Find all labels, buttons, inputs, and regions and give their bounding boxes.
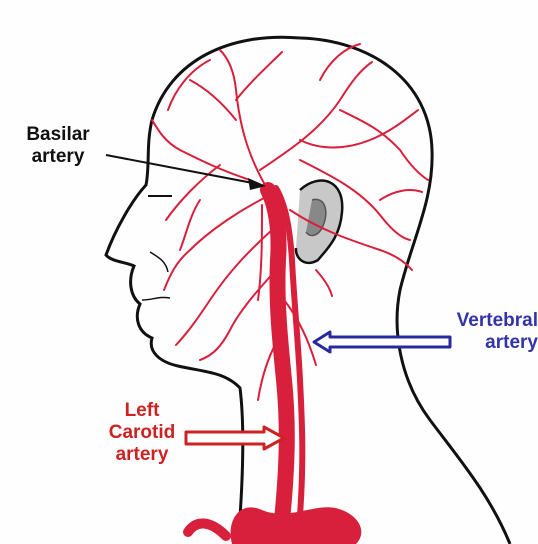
- carotid-pointer-arrow: [186, 427, 284, 449]
- basilar-pointer-arrow: [106, 155, 258, 184]
- back-of-head-outline: [300, 38, 510, 544]
- left-carotid-artery-label: Left Carotid artery: [92, 400, 192, 466]
- carotid-label-line2: Carotid: [92, 422, 192, 444]
- aortic-arch: [231, 507, 362, 544]
- basilar-label-line2: artery: [4, 146, 112, 168]
- subclavian-branch: [188, 523, 226, 536]
- vertebral-label-line2: artery: [404, 332, 538, 354]
- vertebral-artery-label: Vertebral artery: [404, 310, 538, 354]
- mouth-line: [142, 297, 170, 300]
- vertebral-label-line1: Vertebral: [404, 310, 538, 332]
- nostril-line: [150, 252, 168, 272]
- basilar-label-line1: Basilar: [4, 124, 112, 146]
- basilar-artery-label: Basilar artery: [4, 124, 112, 168]
- carotid-label-line1: Left: [92, 400, 192, 422]
- carotid-label-line3: artery: [92, 444, 192, 466]
